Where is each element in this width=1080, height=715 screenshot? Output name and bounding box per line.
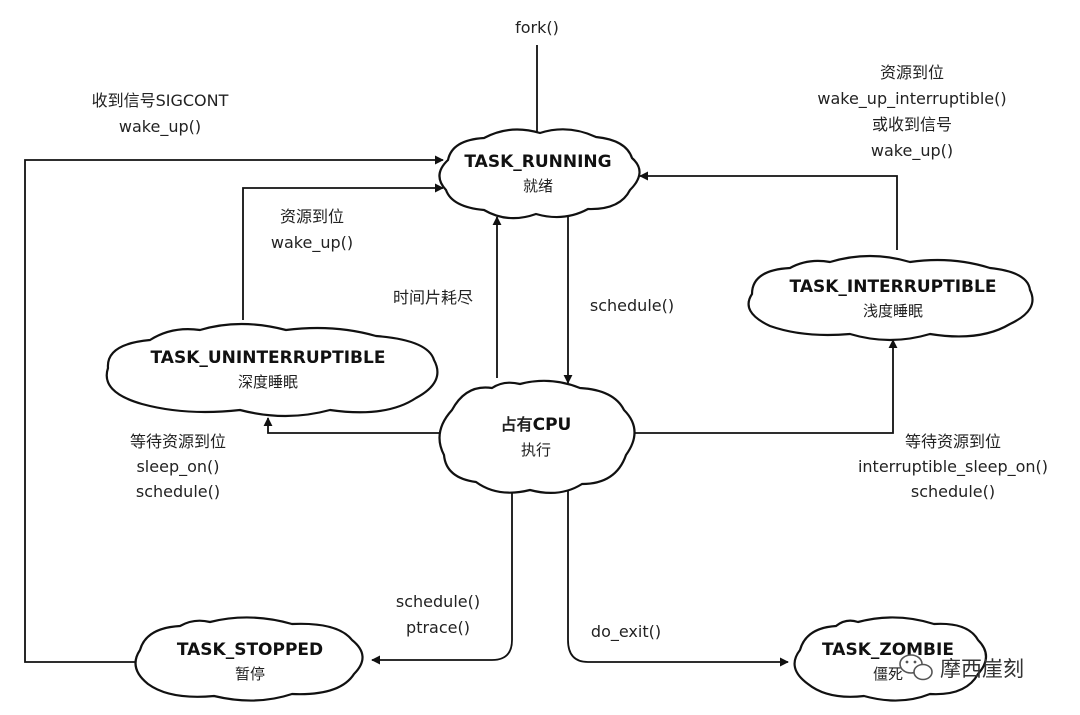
wechat-icon <box>899 654 933 681</box>
label-to-uninterruptible-2: sleep_on() <box>136 457 219 477</box>
label-to-uninterruptible-1: 等待资源到位 <box>130 432 226 451</box>
label-timeslice: 时间片耗尽 <box>393 288 473 307</box>
state-stopped: TASK_STOPPED 暂停 <box>134 616 364 702</box>
label-fork: fork() <box>515 18 559 37</box>
watermark-text: 摩西崖刻 <box>940 657 1024 681</box>
label-sigcont-1: 收到信号SIGCONT <box>92 91 229 110</box>
label-interruptible-wake-1: 资源到位 <box>880 63 944 82</box>
state-uninterruptible: TASK_UNINTERRUPTIBLE 深度睡眠 <box>105 322 439 418</box>
zombie-title: TASK_ZOMBIE <box>822 640 954 660</box>
uninterruptible-sub: 深度睡眠 <box>238 373 298 391</box>
running-title: TASK_RUNNING <box>464 152 611 172</box>
interruptible-cloud <box>747 254 1034 342</box>
edge-to-interruptible <box>635 339 898 434</box>
uninterruptible-cloud <box>105 322 439 418</box>
stopped-sub: 暂停 <box>235 665 265 683</box>
state-running: TASK_RUNNING 就绪 <box>438 128 641 220</box>
label-interruptible-wake-4: wake_up() <box>871 141 953 161</box>
label-sigcont-2: wake_up() <box>119 117 201 137</box>
label-to-stopped-2: ptrace() <box>406 618 470 637</box>
zombie-sub: 僵死 <box>873 665 903 683</box>
interruptible-title: TASK_INTERRUPTIBLE <box>790 277 997 297</box>
state-interruptible: TASK_INTERRUPTIBLE 浅度睡眠 <box>747 254 1034 342</box>
label-to-interruptible-3: schedule() <box>911 482 995 501</box>
label-schedule: schedule() <box>590 296 674 315</box>
executing-title: 占有CPU <box>501 415 572 435</box>
label-to-interruptible-2: interruptible_sleep_on() <box>858 457 1048 477</box>
edge-to-zombie <box>567 490 789 667</box>
edge-to-uninterruptible <box>263 417 440 434</box>
interruptible-sub: 浅度睡眠 <box>863 302 923 320</box>
label-to-interruptible-1: 等待资源到位 <box>905 432 1001 451</box>
edge-interruptible-wake <box>639 171 898 250</box>
stopped-cloud <box>134 616 364 702</box>
executing-title-prefix: 占有 <box>501 415 533 434</box>
state-zombie: TASK_ZOMBIE 僵死 <box>793 616 988 702</box>
label-to-zombie: do_exit() <box>591 622 661 642</box>
zombie-cloud <box>793 616 988 702</box>
executing-sub: 执行 <box>521 441 551 459</box>
watermark: 摩西崖刻 <box>899 654 1024 681</box>
label-to-uninterruptible-3: schedule() <box>136 482 220 501</box>
running-cloud <box>438 128 641 220</box>
label-uninterruptible-wake-2: wake_up() <box>271 233 353 253</box>
running-sub: 就绪 <box>523 177 553 195</box>
label-to-stopped-1: schedule() <box>396 592 480 611</box>
executing-cloud <box>438 379 636 495</box>
edge-sigcont <box>24 155 444 663</box>
edge-to-stopped <box>371 490 513 665</box>
executing-title-cpu: CPU <box>533 415 572 435</box>
label-uninterruptible-wake-1: 资源到位 <box>280 207 344 226</box>
state-executing: 占有CPU 执行 <box>438 379 636 495</box>
edge-uninterruptible-wake <box>242 183 444 320</box>
stopped-title: TASK_STOPPED <box>177 640 323 660</box>
label-interruptible-wake-2: wake_up_interruptible() <box>817 89 1006 109</box>
label-interruptible-wake-3: 或收到信号 <box>872 115 952 134</box>
uninterruptible-title: TASK_UNINTERRUPTIBLE <box>151 348 386 368</box>
